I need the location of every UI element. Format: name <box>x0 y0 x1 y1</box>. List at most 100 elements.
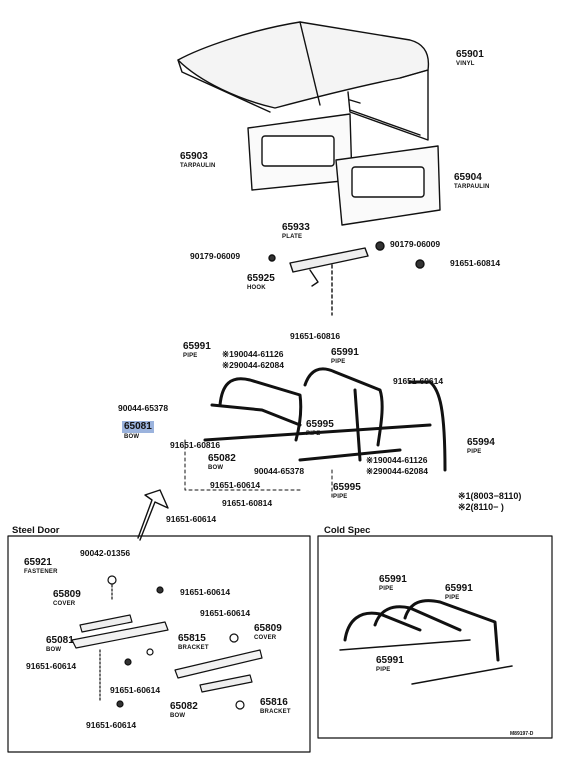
part-number: 65901 <box>456 49 484 60</box>
part-name: PIPE <box>306 431 321 437</box>
part-number: 65082 <box>170 701 198 712</box>
part-number: 65933 <box>282 222 310 233</box>
part-name: COVER <box>53 601 76 607</box>
part-number: 65904 <box>454 172 482 183</box>
part-name: BOW <box>124 434 140 440</box>
part-name: COVER <box>254 635 277 641</box>
part-number: 65991 <box>183 341 211 352</box>
part-label-90179-left: 90179-06009 <box>190 251 241 261</box>
cold-spec-box <box>317 535 553 739</box>
part-number: 65816 <box>260 697 288 708</box>
cold-spec-title: Cold Spec <box>324 525 371 536</box>
cold-spec-drawing <box>339 599 513 685</box>
part-label-91651-door-e: 91651-60614 <box>86 720 137 730</box>
part-number: 65809 <box>53 589 81 600</box>
part-name: TARPAULIN <box>454 184 490 190</box>
part-number: 65995 <box>333 482 361 493</box>
part-label-90042: 90042-01356 <box>80 548 131 558</box>
part-name: PIPE <box>333 494 348 500</box>
part-label-91651-door-a: 91651-60614 <box>180 587 231 597</box>
part-label-91651-60814-mid: 91651-60814 <box>222 498 273 508</box>
part-name: PIPE <box>467 449 482 455</box>
tarpaulin-right-drawing <box>335 145 441 226</box>
assembly-guide-lines <box>184 439 333 501</box>
part-name: BRACKET <box>178 645 209 651</box>
part-label-90179-right: 90179-06009 <box>390 239 441 249</box>
part-number-highlighted: 65081 <box>122 421 154 433</box>
plate-hook-drawing <box>268 241 425 316</box>
part-label-91651-60614-right: 91651-60614 <box>393 376 444 386</box>
part-number: 65921 <box>24 557 52 568</box>
part-name: VINYL <box>456 61 475 67</box>
part-label-290044-top: ※290044-62084 <box>222 360 284 370</box>
part-number: 65995 <box>306 419 334 430</box>
part-number: 65925 <box>247 273 275 284</box>
part-name: TARPAULIN <box>180 163 216 169</box>
part-label-91651-60614-mid: 91651-60614 <box>210 480 261 490</box>
part-label-91651-door-d: 91651-60614 <box>110 685 161 695</box>
part-name: PLATE <box>282 234 303 240</box>
detail-arrow <box>137 489 169 541</box>
steel-door-box <box>7 535 311 753</box>
part-name: PIPE <box>376 667 391 673</box>
part-name: PIPE <box>445 595 460 601</box>
part-number: 65809 <box>254 623 282 634</box>
part-label-90044-left: 90044-65378 <box>118 403 169 413</box>
part-name: PIPE <box>183 353 198 359</box>
part-name: HOOK <box>247 285 266 291</box>
part-number: 65082 <box>208 453 236 464</box>
part-number: 65994 <box>467 437 495 448</box>
part-name: BRACKET <box>260 709 291 715</box>
legend-line-2: ※2(8110− ) <box>458 502 504 513</box>
part-label-91651-door-c: 91651-60614 <box>26 661 77 671</box>
steel-door-title: Steel Door <box>12 525 60 536</box>
tarpaulin-left-drawing <box>247 113 353 191</box>
part-number: 65991 <box>445 583 473 594</box>
vinyl-top-drawing <box>177 21 430 141</box>
legend: ※1(8003−8110) ※2(8110− ) <box>458 491 521 514</box>
part-label-91651-60816-top: 91651-60816 <box>290 331 341 341</box>
part-number: 65991 <box>331 347 359 358</box>
part-name: PIPE <box>379 586 394 592</box>
part-name: BOW <box>208 465 224 471</box>
steel-door-drawing <box>71 575 263 710</box>
part-number: 65991 <box>376 655 404 666</box>
part-number: 65081 <box>46 635 74 646</box>
part-name: BOW <box>170 713 186 719</box>
part-label-190044-top: ※190044-61126 <box>222 349 284 359</box>
part-label-90044-right: 90044-65378 <box>254 466 305 476</box>
frame-pipes-drawing <box>203 367 447 472</box>
part-name: FASTENER <box>24 569 58 575</box>
drawing-code: M89197-D <box>510 731 534 737</box>
part-number: 65815 <box>178 633 206 644</box>
part-label-91651-door-b: 91651-60614 <box>200 608 251 618</box>
part-name: PIPE <box>331 359 346 365</box>
part-label-91651-60816-left: 91651-60816 <box>170 440 221 450</box>
part-name: BOW <box>46 647 62 653</box>
part-label-190044-bottom: ※190044-61126 <box>366 455 428 465</box>
part-label-290044-bottom: ※290044-62084 <box>366 466 428 476</box>
part-number: 65903 <box>180 151 208 162</box>
